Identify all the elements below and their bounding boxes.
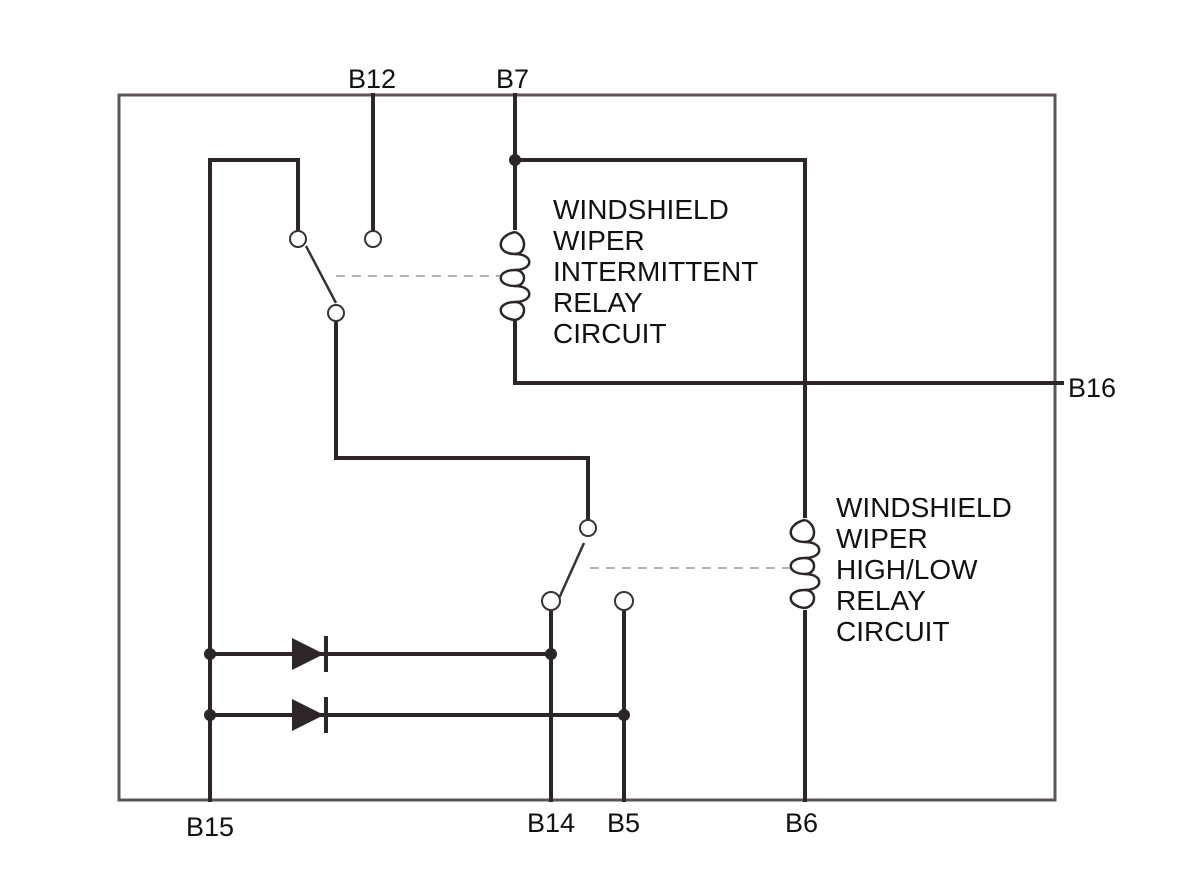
junction-b7 [509, 154, 521, 166]
intermittent-relay-label: WINDSHIELD WIPER INTERMITTENT RELAY CIRC… [553, 194, 766, 349]
junction-b14 [545, 648, 557, 660]
intermittent-relay-common-contact [327, 304, 345, 322]
pin-label-b16: B16 [1068, 373, 1116, 403]
pin-label-b15: B15 [186, 812, 234, 842]
high-low-relay-switch-arm [554, 542, 586, 606]
high-low-relay-high-contact [614, 591, 634, 611]
wire-intermittent-coil-bottom [513, 316, 1057, 385]
high-low-relay-coil [789, 518, 821, 610]
pin-label-b5: B5 [607, 808, 640, 838]
junction-b15-bottom [204, 709, 216, 721]
wire-relay-link [334, 318, 590, 522]
pin-label-b6: B6 [785, 808, 818, 838]
diode-bottom [292, 697, 328, 733]
intermittent-relay-no-contact [364, 230, 382, 248]
pin-label-b14: B14 [527, 808, 575, 838]
diode-top [292, 636, 328, 672]
intermittent-relay-switch-arm [304, 245, 338, 304]
intermittent-relay-nc-contact [289, 230, 307, 248]
high-low-relay-low-contact [541, 591, 561, 611]
junction-b5 [618, 709, 630, 721]
intermittent-relay-coil [499, 230, 531, 322]
relay-housing-frame [117, 93, 1057, 802]
pin-label-b7: B7 [496, 64, 529, 94]
junction-b15-top [204, 648, 216, 660]
high-low-relay-label: WINDSHIELD WIPER HIGH/LOW RELAY CIRCUIT [836, 492, 1020, 647]
pin-label-b12: B12 [348, 64, 396, 94]
high-low-relay-common-contact [579, 519, 597, 537]
wire-b15-rail [208, 158, 300, 802]
